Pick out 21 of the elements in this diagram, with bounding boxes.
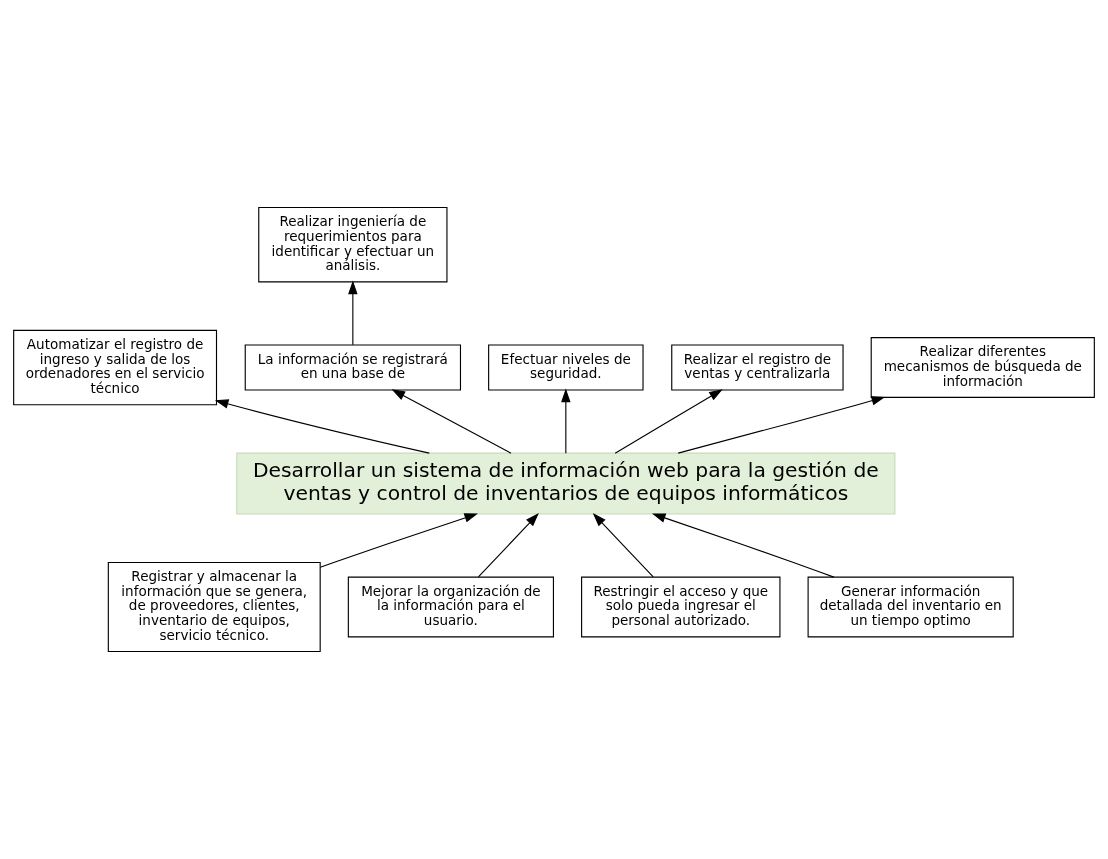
arrow [592, 513, 654, 578]
node-box: Realizar ingeniería de requerimientos para identificar y efectuar un análisis. [258, 206, 448, 283]
arrow [651, 513, 835, 578]
node-box: Automatizar el registro de ingreso y salida de los ordenadores en el servicio técnico [13, 329, 218, 406]
node-box: Realizar el registro de ventas y centralizarla [671, 344, 844, 391]
arrow [677, 396, 886, 454]
node-box: Mejorar la organización de la información para el usuario. [347, 576, 554, 638]
node-box: La información se registrará en una base de [244, 344, 462, 391]
node-box: Realizar diferentes mecanismos de búsqueda de información [870, 337, 1095, 398]
arrow [391, 389, 512, 454]
node-box: Registrar y almacenar la información que se genera, de proveedores, clientes, inventario de equipos, servicio técnico. [107, 561, 321, 653]
arrow [614, 389, 723, 454]
arrow [214, 399, 430, 454]
arrow [561, 388, 571, 454]
node-box: Restringir el acceso y que solo pueda ingresar el personal autorizado. [581, 576, 781, 638]
node-box: Generar información detallada del inventario en un tiempo optimo [807, 576, 1014, 638]
node-box: Desarrollar un sistema de información web para la gestión de ventas y control de inventarios de equipos informáticos [236, 452, 896, 515]
arrow [477, 513, 539, 578]
arrow [319, 513, 478, 568]
node-box: Efectuar niveles de seguridad. [488, 344, 644, 391]
arrow [348, 280, 358, 346]
